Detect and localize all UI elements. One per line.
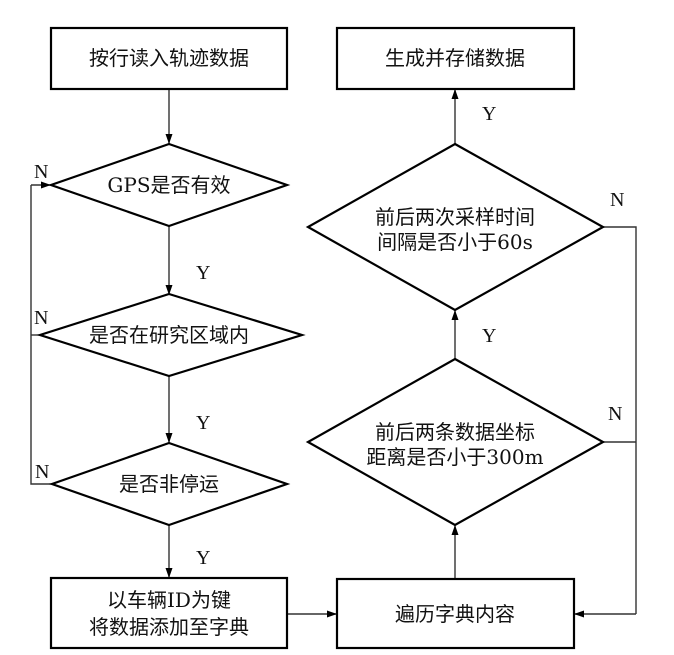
node-store-data: 生成并存储数据 (335, 26, 576, 91)
node-time-check: 前后两次采样时间 间隔是否小于60s (305, 142, 606, 312)
label-gps-yes: Y (196, 262, 210, 284)
label-time-no: N (610, 189, 624, 211)
label-region-no: N (34, 307, 48, 329)
node-distance-check-label-1: 前后两条数据坐标 (375, 420, 535, 444)
node-read-data: 按行读入轨迹数据 (49, 26, 289, 91)
node-traverse-dict-label: 遍历字典内容 (395, 602, 515, 626)
node-not-stopped: 是否非停运 (48, 441, 291, 527)
node-time-check-label-1: 前后两次采样时间 (375, 205, 535, 229)
node-in-region: 是否在研究区域内 (36, 292, 306, 378)
label-distance-yes: Y (482, 325, 496, 347)
node-gps-valid-label: GPS是否有效 (107, 173, 230, 197)
label-region-yes: Y (196, 412, 210, 434)
node-time-check-label-2: 间隔是否小于60s (377, 230, 533, 254)
label-stopped-yes: Y (196, 547, 210, 569)
node-add-to-dict-label-1: 以车辆ID为键 (107, 588, 231, 612)
node-add-to-dict-label-2: 将数据添加至字典 (89, 615, 249, 639)
edge-time-no-loop (603, 226, 637, 614)
node-gps-valid: GPS是否有效 (47, 142, 291, 228)
node-distance-check: 前后两条数据坐标 距离是否小于300m (305, 357, 606, 527)
node-add-to-dict: 以车辆ID为键 将数据添加至字典 (49, 576, 289, 650)
label-gps-no: N (34, 161, 48, 183)
node-store-data-label: 生成并存储数据 (385, 46, 525, 70)
node-distance-check-label-2: 距离是否小于300m (366, 445, 543, 469)
label-distance-no: N (608, 403, 622, 425)
edge-stopped-no-loop (30, 185, 52, 485)
node-traverse-dict: 遍历字典内容 (335, 577, 576, 650)
node-in-region-label: 是否在研究区域内 (89, 323, 249, 347)
node-not-stopped-label: 是否非停运 (119, 472, 219, 496)
node-read-data-label: 按行读入轨迹数据 (89, 46, 249, 70)
label-time-yes: Y (482, 103, 496, 125)
label-stopped-no: N (35, 461, 49, 483)
